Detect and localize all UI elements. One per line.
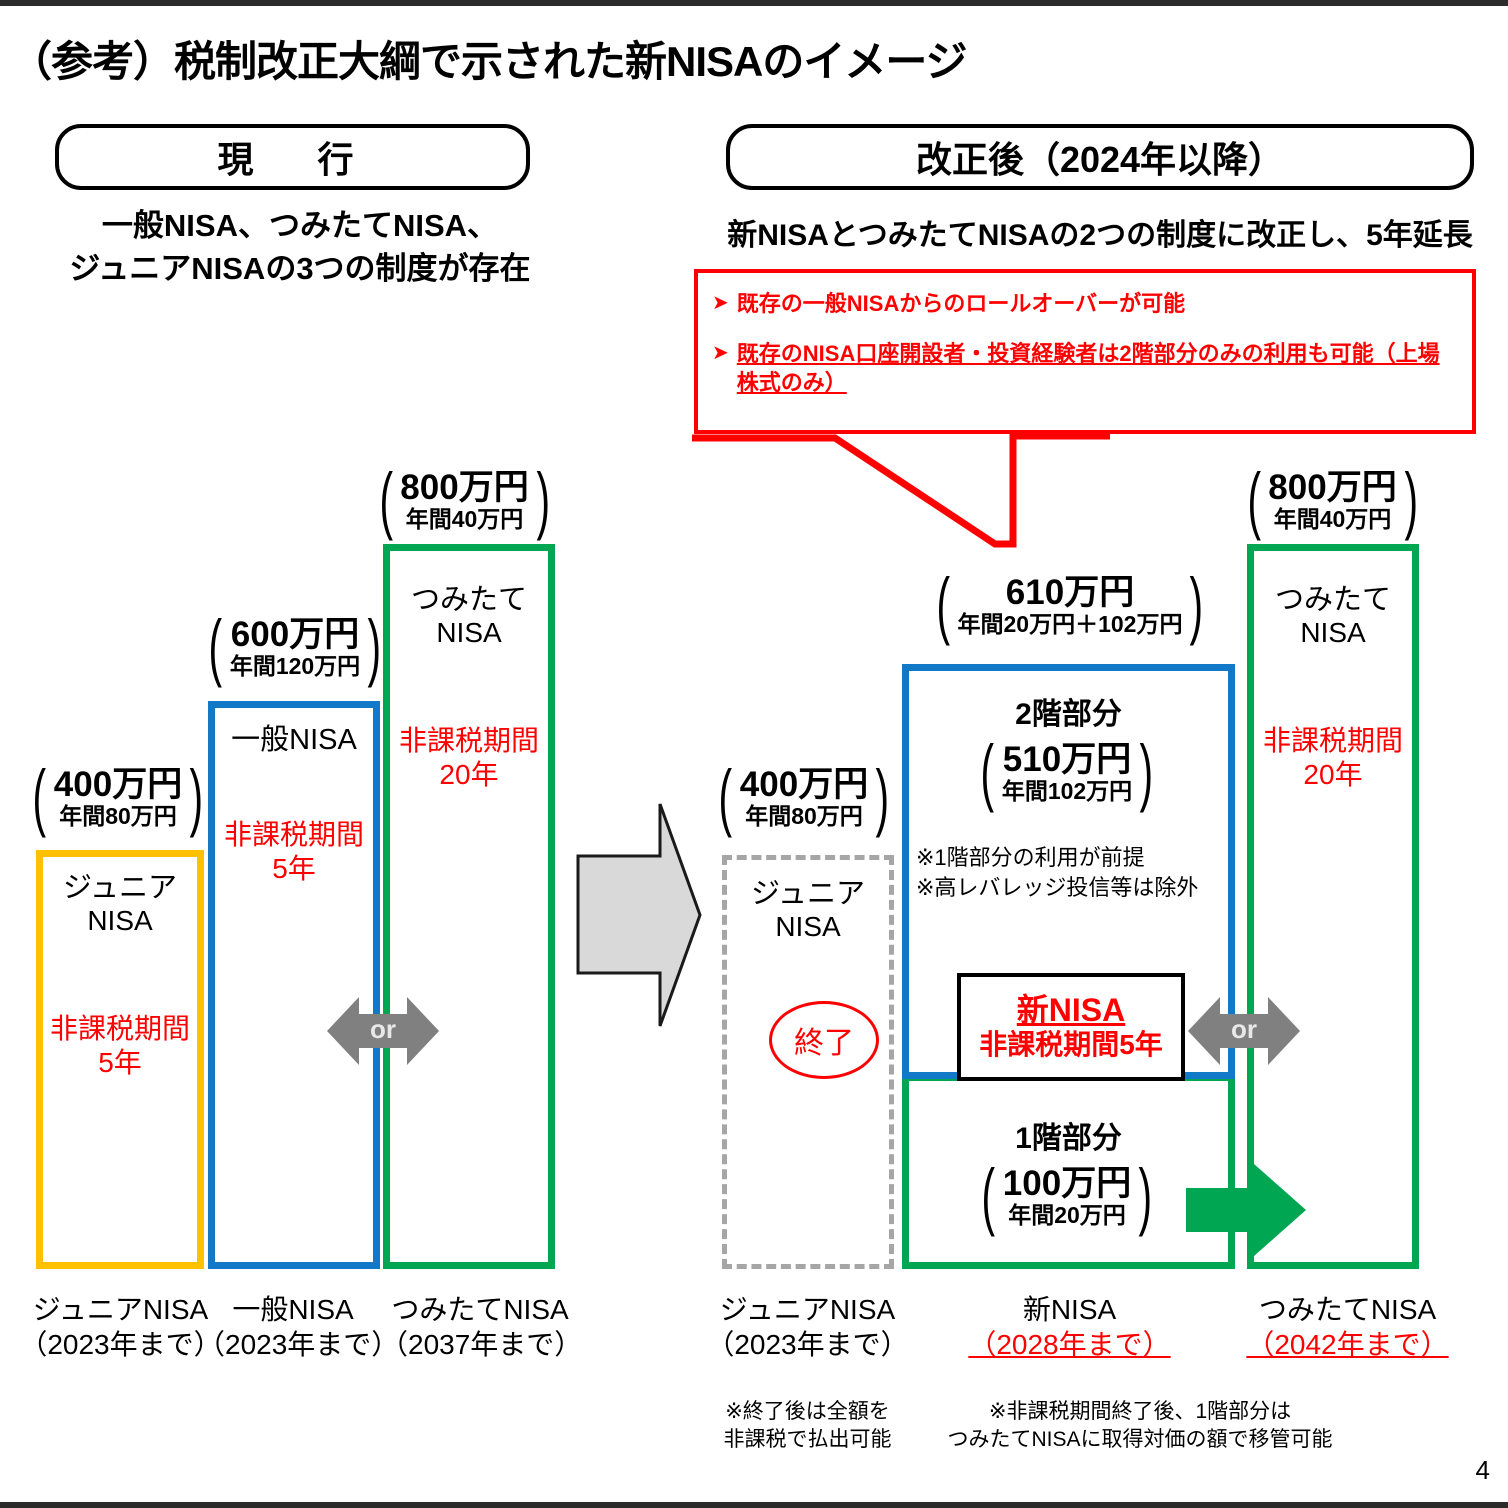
bracket-left: ( bbox=[718, 754, 733, 838]
bracket-left: ( bbox=[379, 457, 393, 541]
callout-bullet-2: ➤ 既存のNISA口座開設者・投資経験者は2階部分のみの利用も可能（上場株式のみ… bbox=[712, 339, 1458, 398]
amount-annual: 年間120万円 bbox=[229, 652, 361, 679]
bracket-right: ) bbox=[1139, 729, 1154, 813]
amount-callout-right-junior: ( 400万円 年間80万円 ) bbox=[714, 751, 894, 843]
bracket-right: ) bbox=[1404, 457, 1418, 541]
bar-left-junior-name: ジュニア NISA bbox=[63, 872, 177, 937]
bar-left-general-taxfree: 非課税期間 5年 bbox=[223, 819, 364, 884]
bar-right-tsumitate-name: つみたて NISA bbox=[1274, 584, 1391, 649]
amount-total: 610万円 bbox=[1005, 572, 1135, 612]
amount-total: 100万円 bbox=[1002, 1163, 1132, 1203]
bracket-left: ( bbox=[936, 562, 950, 646]
amount-total: 800万円 bbox=[1268, 467, 1397, 507]
footnote-new-nisa: ※非課税期間終了後、1階部分は つみたてNISAに取得対価の額で移管可能 bbox=[947, 1400, 1333, 1452]
left-panel-header: 現 行 bbox=[55, 124, 530, 190]
footer-left-junior: ジュニアNISA （2023年まで） bbox=[19, 1294, 222, 1360]
bar-left-general bbox=[208, 701, 380, 1269]
tier2-title: 2階部分 bbox=[1015, 698, 1122, 731]
footer-left-general: 一般NISA （2023年まで） bbox=[197, 1294, 400, 1360]
footer-left-tsumitate: つみたてNISA （2037年まで） bbox=[380, 1294, 583, 1360]
bar-right-tsumitate bbox=[1247, 544, 1419, 1269]
bracket-left: ( bbox=[981, 1153, 996, 1237]
amount-annual: 年間40万円 bbox=[1273, 505, 1392, 532]
amount-total: 400万円 bbox=[53, 764, 183, 804]
amount-callout-tier1: ( 100万円 年間20万円 ) bbox=[942, 1152, 1192, 1240]
bracket-right: ) bbox=[875, 754, 890, 838]
chevron-right-icon: ➤ bbox=[712, 341, 729, 364]
new-nisa-badge-title: 新NISA bbox=[1016, 992, 1126, 1029]
or-label-right: or bbox=[1231, 1014, 1257, 1044]
bar-right-tsumitate-taxfree: 非課税期間 20年 bbox=[1262, 725, 1403, 790]
bracket-right: ) bbox=[536, 457, 550, 541]
amount-callout-left-junior: ( 400万円 年間80万円 ) bbox=[28, 751, 208, 843]
right-panel-header: 改正後（2024年以降） bbox=[726, 124, 1474, 190]
footer-right-tsumitate: つみたてNISA （2042年まで） bbox=[1246, 1294, 1449, 1360]
page-number: 4 bbox=[1475, 1455, 1490, 1485]
amount-total: 510万円 bbox=[1002, 739, 1132, 779]
page-title: （参考）税制改正大綱で示された新NISAのイメージ bbox=[10, 38, 968, 85]
callout-bullet-1: ➤ 既存の一般NISAからのロールオーバーが可能 bbox=[712, 289, 1458, 319]
bracket-right: ) bbox=[189, 754, 204, 838]
new-nisa-badge-sub: 非課税期間5年 bbox=[979, 1028, 1163, 1060]
callout-bullet-2-text: 既存のNISA口座開設者・投資経験者は2階部分のみの利用も可能（上場株式のみ） bbox=[736, 340, 1440, 396]
footer-right-new-nisa: 新NISA （2028年まで） bbox=[968, 1294, 1171, 1360]
left-panel-caption-line2: ジュニアNISAの3つの制度が存在 bbox=[69, 251, 531, 286]
amount-callout-tier2: ( 510万円 年間102万円 ) bbox=[942, 728, 1192, 816]
amount-callout-right-tsumitate: ( 800万円 年間40万円 ) bbox=[1240, 454, 1425, 546]
amount-callout-new-nisa-total: ( 610万円 年間20万円＋102万円 ) bbox=[936, 559, 1204, 651]
or-double-arrow-left bbox=[327, 997, 439, 1065]
footnote-junior: ※終了後は全額を 非課税で払出可能 bbox=[723, 1400, 892, 1452]
junior-status-badge: 終了 bbox=[769, 1001, 879, 1079]
tier1-title: 1階部分 bbox=[1015, 1122, 1122, 1155]
footer-right-junior: ジュニアNISA （2023年まで） bbox=[706, 1294, 909, 1360]
callout-pointer bbox=[692, 432, 1110, 548]
bracket-left: ( bbox=[1247, 457, 1261, 541]
transfer-arrow bbox=[1186, 1164, 1306, 1256]
amount-total: 400万円 bbox=[739, 764, 869, 804]
bracket-right: ) bbox=[1138, 1153, 1153, 1237]
amount-annual: 年間80万円 bbox=[745, 802, 863, 829]
amount-annual: 年間40万円 bbox=[405, 505, 524, 532]
new-nisa-badge: 新NISA 非課税期間5年 bbox=[957, 973, 1185, 1081]
transition-arrow bbox=[576, 803, 702, 1027]
or-double-arrow-right bbox=[1188, 997, 1300, 1065]
amount-annual: 年間20万円 bbox=[1008, 1201, 1126, 1228]
bracket-left: ( bbox=[208, 604, 223, 688]
bar-left-junior-taxfree: 非課税期間 5年 bbox=[49, 1013, 190, 1078]
chevron-right-icon: ➤ bbox=[712, 292, 729, 314]
amount-total: 600万円 bbox=[230, 614, 360, 654]
tier2-note-1: ※1階部分の利用が前提 bbox=[916, 845, 1145, 870]
bar-left-tsumitate bbox=[383, 544, 555, 1269]
bar-left-junior bbox=[36, 850, 204, 1269]
callout-box: ➤ 既存の一般NISAからのロールオーバーが可能 ➤ 既存のNISA口座開設者・… bbox=[694, 269, 1476, 434]
amount-annual: 年間80万円 bbox=[59, 802, 177, 829]
amount-callout-left-tsumitate: ( 800万円 年間40万円 ) bbox=[372, 454, 557, 546]
bracket-right: ) bbox=[1190, 562, 1204, 646]
callout-bullet-1-text: 既存の一般NISAからのロールオーバーが可能 bbox=[736, 291, 1186, 316]
bar-left-tsumitate-name: つみたて NISA bbox=[410, 584, 527, 649]
bar-left-tsumitate-taxfree: 非課税期間 20年 bbox=[398, 725, 539, 790]
bar-left-general-name: 一般NISA bbox=[231, 724, 357, 756]
bracket-left: ( bbox=[980, 729, 995, 813]
bracket-left: ( bbox=[32, 754, 47, 838]
left-panel-caption-line1: 一般NISA、つみたてNISA、 bbox=[101, 208, 499, 243]
amount-callout-left-general: ( 600万円 年間120万円 ) bbox=[200, 601, 390, 693]
amount-annual: 年間20万円＋102万円 bbox=[957, 610, 1183, 637]
tier2-note-2: ※高レバレッジ投信等は除外 bbox=[916, 875, 1199, 900]
or-label-left: or bbox=[370, 1014, 396, 1044]
amount-annual: 年間102万円 bbox=[1001, 777, 1133, 804]
amount-total: 800万円 bbox=[400, 467, 529, 507]
right-panel-caption: 新NISAとつみたてNISAの2つの制度に改正し、5年延長 bbox=[727, 219, 1473, 252]
bracket-right: ) bbox=[367, 604, 382, 688]
bar-right-junior-name: ジュニア NISA bbox=[751, 878, 865, 943]
